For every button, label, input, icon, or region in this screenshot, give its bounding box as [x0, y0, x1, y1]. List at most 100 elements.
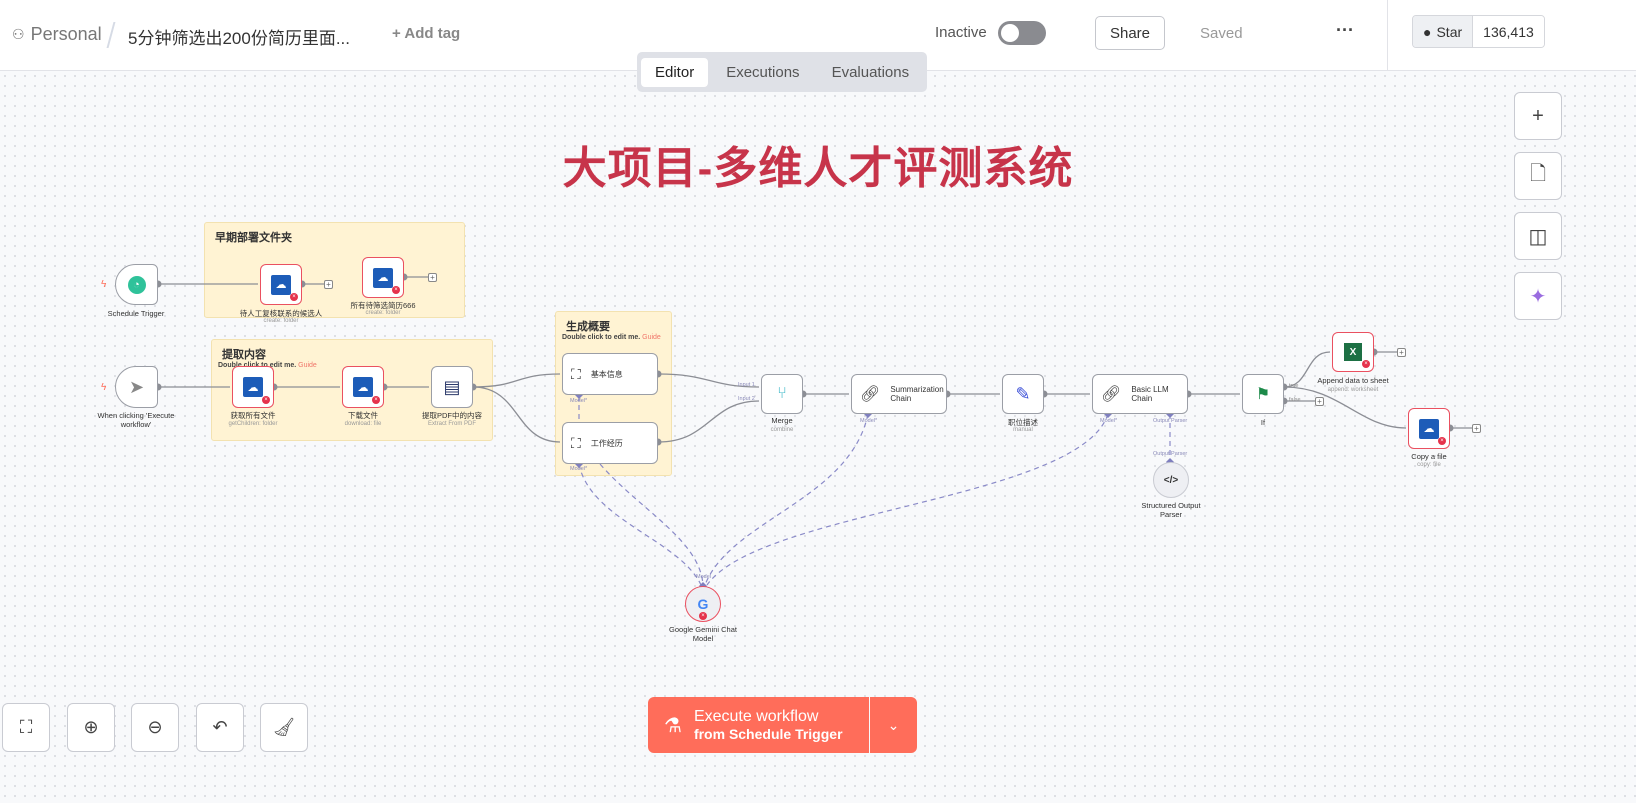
add-node-button[interactable]: +	[1397, 348, 1406, 357]
node-label: 待人工复核联系的候选人	[239, 309, 323, 318]
tidy-up-button[interactable]: 🧹︎	[260, 703, 308, 752]
node-work-experience[interactable]: ⛶工作经历	[562, 422, 658, 464]
node-structured-output-parser[interactable]: </>	[1153, 462, 1189, 498]
fit-view-button[interactable]: ⛶	[2, 703, 50, 752]
node-extract-pdf[interactable]: ▤	[431, 366, 473, 408]
node-if[interactable]: ⚑	[1242, 374, 1284, 414]
toggle-panel-button[interactable]: ◫	[1514, 212, 1562, 260]
execute-label: Execute workflow	[693, 708, 819, 725]
node-job-description[interactable]: ✎	[1002, 374, 1044, 414]
node-label: Structured Output Parser	[1141, 501, 1201, 519]
note-icon: 🗋︎	[1529, 163, 1547, 185]
node-label: Copy a file	[1411, 452, 1447, 461]
port-label: Model*	[570, 466, 588, 472]
file-export-icon: ▤	[443, 376, 461, 397]
node-label: Append data to sheet	[1317, 376, 1389, 385]
add-node-button[interactable]: +	[1472, 424, 1481, 433]
error-icon: ×	[392, 286, 400, 294]
node-label: 提取PDF中的内容	[422, 411, 482, 420]
sticky-note-button[interactable]: 🗋︎	[1514, 152, 1562, 200]
guide-link[interactable]: Guide	[298, 362, 317, 369]
node-label: Basic LLM Chain	[1131, 385, 1169, 403]
node-label: 所有待筛选简历666	[350, 301, 416, 310]
add-node-panel-button[interactable]: +	[1514, 92, 1562, 140]
node-label: 职位描述	[1008, 418, 1038, 427]
port-label: Model*	[570, 398, 588, 404]
node-merge[interactable]: ⑂	[761, 374, 803, 414]
signpost-icon: ⚑	[1255, 386, 1271, 403]
sticky-note-deploy[interactable]: 早期部署文件夹	[204, 222, 465, 318]
node-get-all-files[interactable]: ☁×	[232, 366, 274, 408]
star-count: 136,413	[1473, 16, 1544, 47]
breadcrumb-label: Personal	[30, 24, 102, 44]
user-icon: ⚇	[12, 26, 25, 42]
fit-view-icon: ⛶	[19, 717, 33, 737]
execute-dropdown-button[interactable]: ⌄	[870, 697, 917, 753]
clock-icon: ◔	[127, 275, 146, 294]
zoom-out-button[interactable]: ⊖	[131, 703, 179, 752]
node-label: Merge	[771, 416, 793, 425]
trigger-bolt-icon: ϟ	[101, 382, 107, 393]
workflow-name[interactable]: 5分钟筛选出200份简历里面...	[128, 29, 350, 48]
flask-icon: ⚗	[664, 714, 682, 737]
node-schedule-trigger[interactable]: ◔	[115, 264, 158, 305]
node-label: 工作经历	[590, 438, 623, 448]
node-append-sheet[interactable]: X×	[1332, 332, 1374, 372]
port-label: Output Parser	[1153, 418, 1188, 424]
node-onedrive-create-folder-2[interactable]: ☁×	[362, 257, 404, 298]
add-node-button[interactable]: +	[324, 280, 333, 289]
node-basic-llm-chain[interactable]: 🔗︎ Basic LLM Chain	[1092, 374, 1188, 414]
code-icon: </>	[1163, 474, 1179, 486]
node-summarization-chain[interactable]: 🔗︎Summarization Chain	[851, 374, 947, 414]
add-node-button[interactable]: +	[428, 273, 437, 282]
node-label: 下载文件	[348, 411, 378, 420]
breadcrumb-personal[interactable]: ⚇ Personal	[12, 24, 102, 45]
error-icon: ×	[699, 612, 707, 620]
canvas-title: 大项目-多维人才评测系统	[562, 144, 1074, 193]
github-icon: ●	[1423, 23, 1432, 40]
zoom-out-icon: ⊖	[147, 717, 163, 737]
more-options-button[interactable]: ···	[1336, 20, 1354, 40]
node-subtitle: append: worksheet	[1327, 387, 1379, 393]
add-node-button[interactable]: +	[1315, 397, 1324, 406]
onedrive-icon: ☁	[271, 274, 291, 295]
sticky-title: 生成概要	[566, 321, 610, 333]
undo-button[interactable]: ↶	[196, 703, 244, 752]
node-google-gemini[interactable]: G×	[685, 586, 721, 622]
active-toggle[interactable]	[998, 21, 1046, 45]
node-manual-trigger[interactable]: ➤	[115, 366, 158, 408]
port-label: true	[1289, 383, 1299, 389]
node-label: Google Gemini Chat Model	[669, 625, 737, 643]
node-subtitle: copy: file	[1417, 462, 1441, 468]
node-subtitle: getChildren: folder	[228, 421, 278, 427]
ai-assistant-button[interactable]: ✦	[1514, 272, 1562, 320]
chevron-down-icon: ⌄	[887, 716, 900, 733]
guide-link[interactable]: Guide	[642, 334, 661, 341]
link-icon: 🔗︎	[1101, 386, 1122, 403]
node-label: Summarization Chain	[890, 385, 944, 403]
panel-icon: ◫	[1528, 225, 1548, 248]
node-label: 获取所有文件	[230, 411, 276, 420]
sticky-title: 早期部署文件夹	[215, 232, 292, 244]
plus-icon: +	[1532, 104, 1544, 127]
tab-executions[interactable]: Executions	[726, 63, 800, 81]
port-label: false	[1289, 397, 1301, 403]
tab-editor[interactable]: Editor	[641, 57, 709, 87]
node-download-file[interactable]: ☁×	[342, 366, 384, 408]
share-button[interactable]: Share	[1095, 16, 1165, 50]
github-star-button[interactable]: ●Star 136,413	[1412, 15, 1545, 48]
error-icon: ×	[1362, 360, 1370, 368]
node-subtitle: manual	[1013, 427, 1033, 433]
port-label: Output Parser	[1153, 451, 1188, 457]
add-tag-button[interactable]: + Add tag	[392, 25, 461, 42]
error-icon: ×	[1438, 437, 1446, 445]
onedrive-icon: ☁	[243, 377, 263, 397]
node-basic-info[interactable]: ⛶基本信息	[562, 353, 658, 395]
node-onedrive-create-folder[interactable]: ☁×	[260, 264, 302, 305]
zoom-in-button[interactable]: ⊕	[67, 703, 115, 752]
node-label: 基本信息	[590, 369, 623, 379]
node-copy-file[interactable]: ☁×	[1408, 408, 1450, 449]
port-label: Input 1	[738, 382, 755, 388]
tab-evaluations[interactable]: Evaluations	[831, 63, 910, 81]
